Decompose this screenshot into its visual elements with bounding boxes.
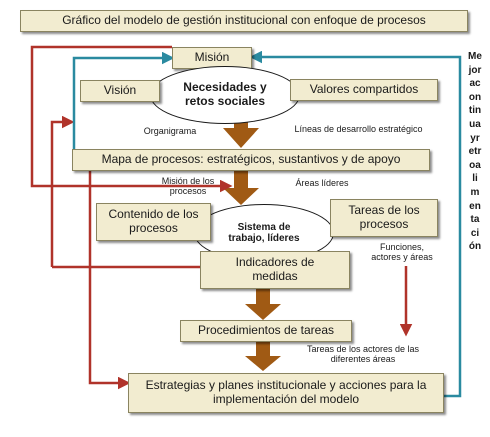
node-mapa: Mapa de procesos: estratégicos, sustanti… — [72, 149, 430, 171]
node-indicadores-label: Indicadores de medidas — [235, 255, 315, 283]
red-arrow-mision-loop — [30, 45, 233, 193]
node-estrategias-label: Estrategias y planes institucionale y ac… — [145, 378, 427, 406]
node-contenido: Contenido de los procesos — [96, 203, 211, 241]
diagram-title-text: Gráfico del modelo de gestión institucio… — [62, 13, 426, 28]
node-valores-label: Valores compartidos — [309, 82, 419, 97]
flow-arrows — [223, 112, 281, 371]
node-estrategias: Estrategias y planes institucionale y ac… — [128, 373, 444, 413]
diagram-title: Gráfico del modelo de gestión institucio… — [20, 10, 468, 32]
node-procedimientos-label: Procedimientos de tareas — [197, 323, 335, 338]
brown-arrow-2 — [223, 170, 259, 205]
node-valores: Valores compartidos — [290, 79, 438, 101]
label-areas-lideres: Áreas líderes — [295, 178, 349, 188]
node-vision-label: Visión — [103, 83, 137, 98]
node-mapa-label: Mapa de procesos: estratégicos, sustanti… — [101, 152, 401, 167]
node-mision: Misión — [172, 47, 252, 69]
blue-arrow-feedback — [249, 50, 462, 398]
blue-connectors — [72, 50, 462, 398]
label-mision-procesos: Misión de los procesos — [161, 176, 215, 197]
brown-arrow-1 — [223, 112, 259, 148]
node-tareas-label: Tareas de los procesos — [348, 203, 420, 231]
node-necesidades: Necesidades y retos sociales — [150, 66, 300, 124]
label-tareas-actores: Tareas de los actores de las diferentes … — [306, 344, 420, 365]
node-vision: Visión — [80, 80, 160, 102]
red-connectors — [30, 45, 413, 390]
node-mision-label: Misión — [194, 50, 230, 65]
label-mejora-vertical: Mejoracontinuayretroalimentación — [468, 51, 482, 253]
node-necesidades-label: Necesidades y retos sociales — [183, 80, 267, 108]
label-lineas: Líneas de desarrollo estratégico — [294, 124, 423, 134]
node-contenido-label: Contenido de los procesos — [108, 207, 199, 235]
blue-arrow-vision-mapa — [72, 51, 175, 150]
node-procedimientos: Procedimientos de tareas — [180, 320, 352, 342]
red-arrow-mapa-loop — [50, 115, 75, 267]
node-sistema-label: Sistema de trabajo, líderes — [228, 221, 300, 245]
brown-arrow-3 — [245, 289, 281, 320]
node-tareas: Tareas de los procesos — [330, 199, 438, 237]
brown-arrow-4 — [245, 342, 281, 371]
label-funciones: Funciones, actores y áreas — [371, 242, 433, 263]
label-organigrama: Organigrama — [143, 126, 197, 136]
red-arrow-estrategias — [88, 160, 131, 390]
node-indicadores: Indicadores de medidas — [200, 251, 350, 289]
